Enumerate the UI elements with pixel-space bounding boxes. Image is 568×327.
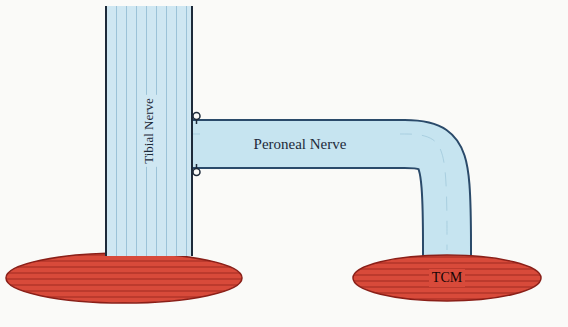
nerve-band: Tibial Nerve [105, 6, 193, 256]
node-label: Peroneal Nerve [251, 135, 350, 154]
node-label: TCM [429, 269, 465, 287]
muscle [353, 255, 541, 301]
nerve-fill [398, 144, 447, 260]
node-label: Tibial Nerve [140, 95, 158, 167]
nerve-band: Peroneal Nerve [200, 119, 400, 169]
nerve-connector [398, 134, 447, 260]
nerve-fill [193, 121, 200, 167]
suture [193, 113, 200, 176]
nerve-outline [398, 144, 447, 260]
nerve-outline [193, 119, 200, 169]
muscle-shape: TCM [352, 254, 542, 302]
muscle [6, 253, 242, 303]
nerve-connector [193, 134, 200, 144]
nerve-fiber [193, 134, 200, 135]
nerve-fiber [398, 134, 447, 250]
